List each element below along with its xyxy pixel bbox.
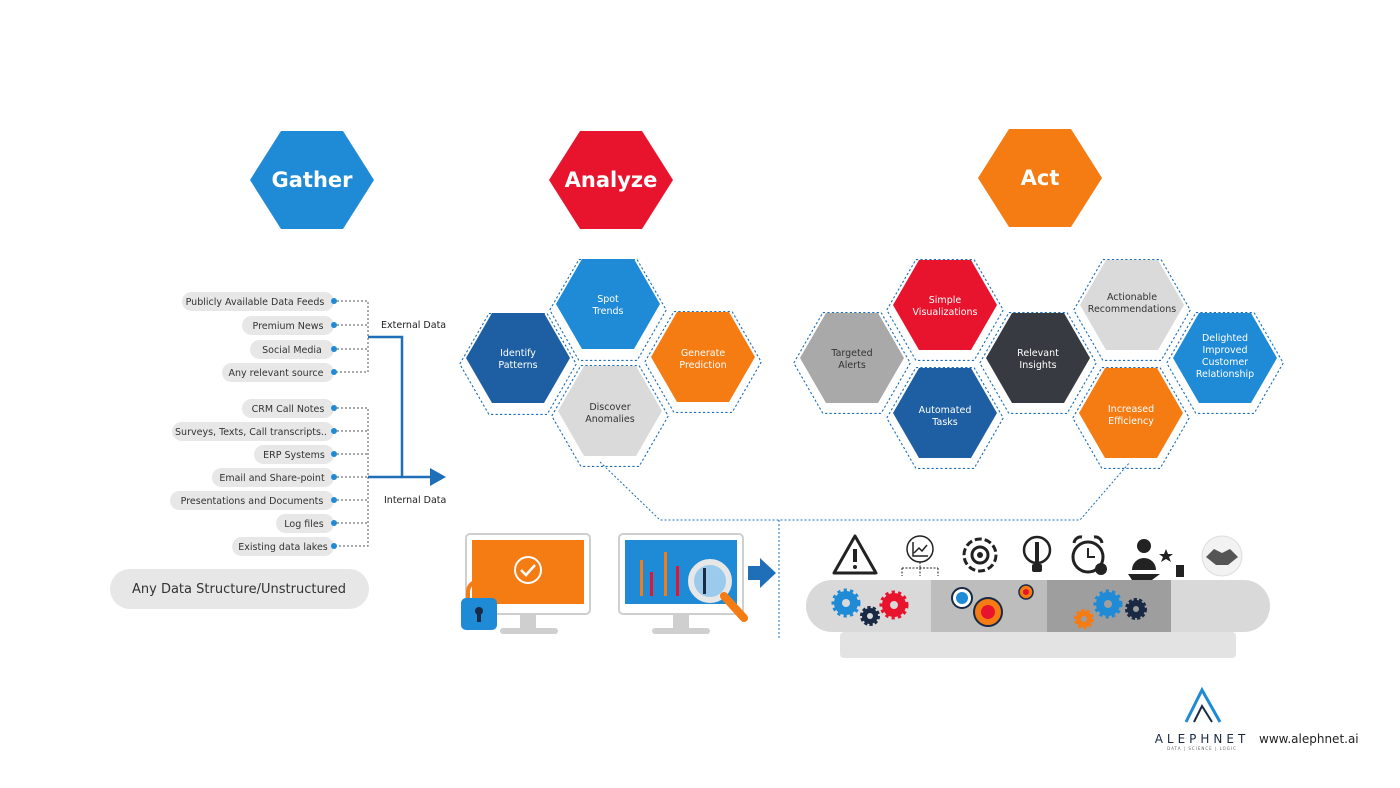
gather-title: Gather	[272, 168, 354, 192]
hex-text: Simple	[929, 295, 962, 306]
hex-spot-trends: Spot Trends	[556, 259, 660, 349]
source-label: Surveys, Texts, Call transcripts..	[175, 427, 327, 438]
hex-text: Generate	[681, 348, 726, 359]
hex-text: Relationship	[1196, 369, 1254, 380]
hex-text: Improved	[1202, 345, 1247, 356]
hex-text: Insights	[1019, 360, 1056, 371]
hex-automated-tasks: Automated Tasks	[893, 368, 997, 458]
hex-text: Efficiency	[1108, 416, 1154, 427]
source-label: Email and Share-point	[219, 473, 325, 484]
chart-growth-icon	[901, 535, 939, 576]
magnifier-icon	[688, 559, 748, 622]
secure-monitor-icon	[461, 533, 591, 634]
hex-text: Discover	[589, 402, 630, 413]
source-pill: Existing data lakes	[232, 537, 337, 556]
hex-relevant-insights: Relevant Insights	[986, 313, 1090, 403]
source-label: Social Media	[262, 345, 322, 356]
warning-icon	[832, 534, 878, 575]
structure-pill: Any Data Structure/Unstructured	[110, 569, 369, 609]
source-pill: Any relevant source	[222, 363, 337, 382]
analytics-monitor-icon	[618, 533, 748, 634]
gear-cycle-icon	[962, 537, 998, 573]
hex-text: Alerts	[838, 360, 866, 371]
padlock-icon	[461, 579, 497, 630]
hex-generate-prediction: Generate Prediction	[651, 312, 755, 402]
source-label: Log files	[284, 519, 323, 530]
structure-label: Any Data Structure/Unstructured	[132, 582, 346, 597]
internal-sources: CRM Call Notes Surveys, Texts, Call tran…	[170, 399, 337, 556]
act-title: Act	[1021, 166, 1060, 190]
hex-text: Automated	[919, 405, 972, 416]
cluster-connectors	[599, 461, 1131, 640]
sensor-dots-icon	[951, 584, 1034, 627]
hex-text: Relevant	[1017, 348, 1059, 359]
hex-text: Customer	[1202, 357, 1248, 368]
source-label: CRM Call Notes	[252, 404, 325, 415]
hex-discover-anomalies: Discover Anomalies	[558, 366, 662, 456]
source-label: Any relevant source	[229, 368, 324, 379]
hex-simple-visualizations: Simple Visualizations	[893, 260, 997, 350]
hex-text: Anomalies	[585, 414, 635, 425]
source-pill: Email and Share-point	[212, 468, 337, 487]
source-pill: Log files	[276, 514, 337, 533]
hex-text: Actionable	[1107, 292, 1157, 303]
hex-text: Visualizations	[913, 307, 978, 318]
website-link[interactable]: www.alephnet.ai	[1259, 732, 1359, 746]
gather-connectors	[337, 300, 369, 547]
hex-text: Targeted	[830, 348, 872, 359]
hex-targeted-alerts: Targeted Alerts	[800, 313, 904, 403]
hex-text: Recommendations	[1088, 304, 1176, 315]
act-header: Act	[978, 129, 1102, 227]
brand-tagline: DATA | SCIENCE | LOGIC	[1167, 746, 1237, 751]
person-star-icon	[1128, 539, 1184, 580]
gather-header: Gather	[250, 131, 374, 229]
data-flow-arrow	[368, 335, 446, 486]
external-data-label: External Data	[381, 320, 446, 331]
analyze-header: Analyze	[549, 131, 673, 229]
hex-text: Patterns	[498, 360, 537, 371]
alephnet-logo: ALEPHNET DATA | SCIENCE | LOGIC	[1155, 686, 1250, 751]
hex-actionable-recommendations: Actionable Recommendations	[1080, 260, 1184, 350]
hex-identify-patterns: Identify Patterns	[466, 313, 570, 403]
source-pill: Social Media	[250, 340, 337, 359]
source-label: Premium News	[253, 321, 324, 332]
internal-data-label: Internal Data	[384, 495, 446, 506]
source-label: ERP Systems	[263, 450, 325, 461]
hex-text: Delighted	[1202, 333, 1248, 344]
hex-text: Tasks	[931, 417, 958, 428]
brand-name: ALEPHNET	[1155, 732, 1250, 746]
handshake-icon	[1201, 535, 1243, 577]
source-pill: Surveys, Texts, Call transcripts..	[172, 422, 337, 441]
source-pill: CRM Call Notes	[242, 399, 337, 418]
source-pill: Presentations and Documents	[170, 491, 337, 510]
source-pill: Publicly Available Data Feeds	[182, 292, 337, 311]
source-label: Publicly Available Data Feeds	[186, 297, 325, 308]
hex-text: Identify	[500, 348, 536, 359]
source-pill: ERP Systems	[254, 445, 337, 464]
forward-arrow-icon	[748, 558, 776, 588]
source-label: Existing data lakes	[238, 542, 328, 553]
hex-text: Spot	[597, 294, 619, 305]
hex-delighted-customer: Delighted Improved Customer Relationship	[1173, 313, 1277, 403]
gears-icon-2	[1074, 589, 1147, 629]
lightbulb-icon	[1022, 535, 1052, 572]
source-pill: Premium News	[242, 316, 337, 335]
analyze-title: Analyze	[565, 168, 658, 192]
external-sources: Publicly Available Data Feeds Premium Ne…	[182, 292, 337, 382]
source-label: Presentations and Documents	[181, 496, 324, 507]
alarm-clock-icon	[1071, 535, 1107, 575]
hex-text: Increased	[1108, 404, 1154, 415]
hex-increased-efficiency: Increased Efficiency	[1079, 368, 1183, 458]
hex-text: Prediction	[679, 360, 726, 371]
hex-text: Trends	[592, 306, 624, 317]
gears-icon	[831, 588, 909, 626]
